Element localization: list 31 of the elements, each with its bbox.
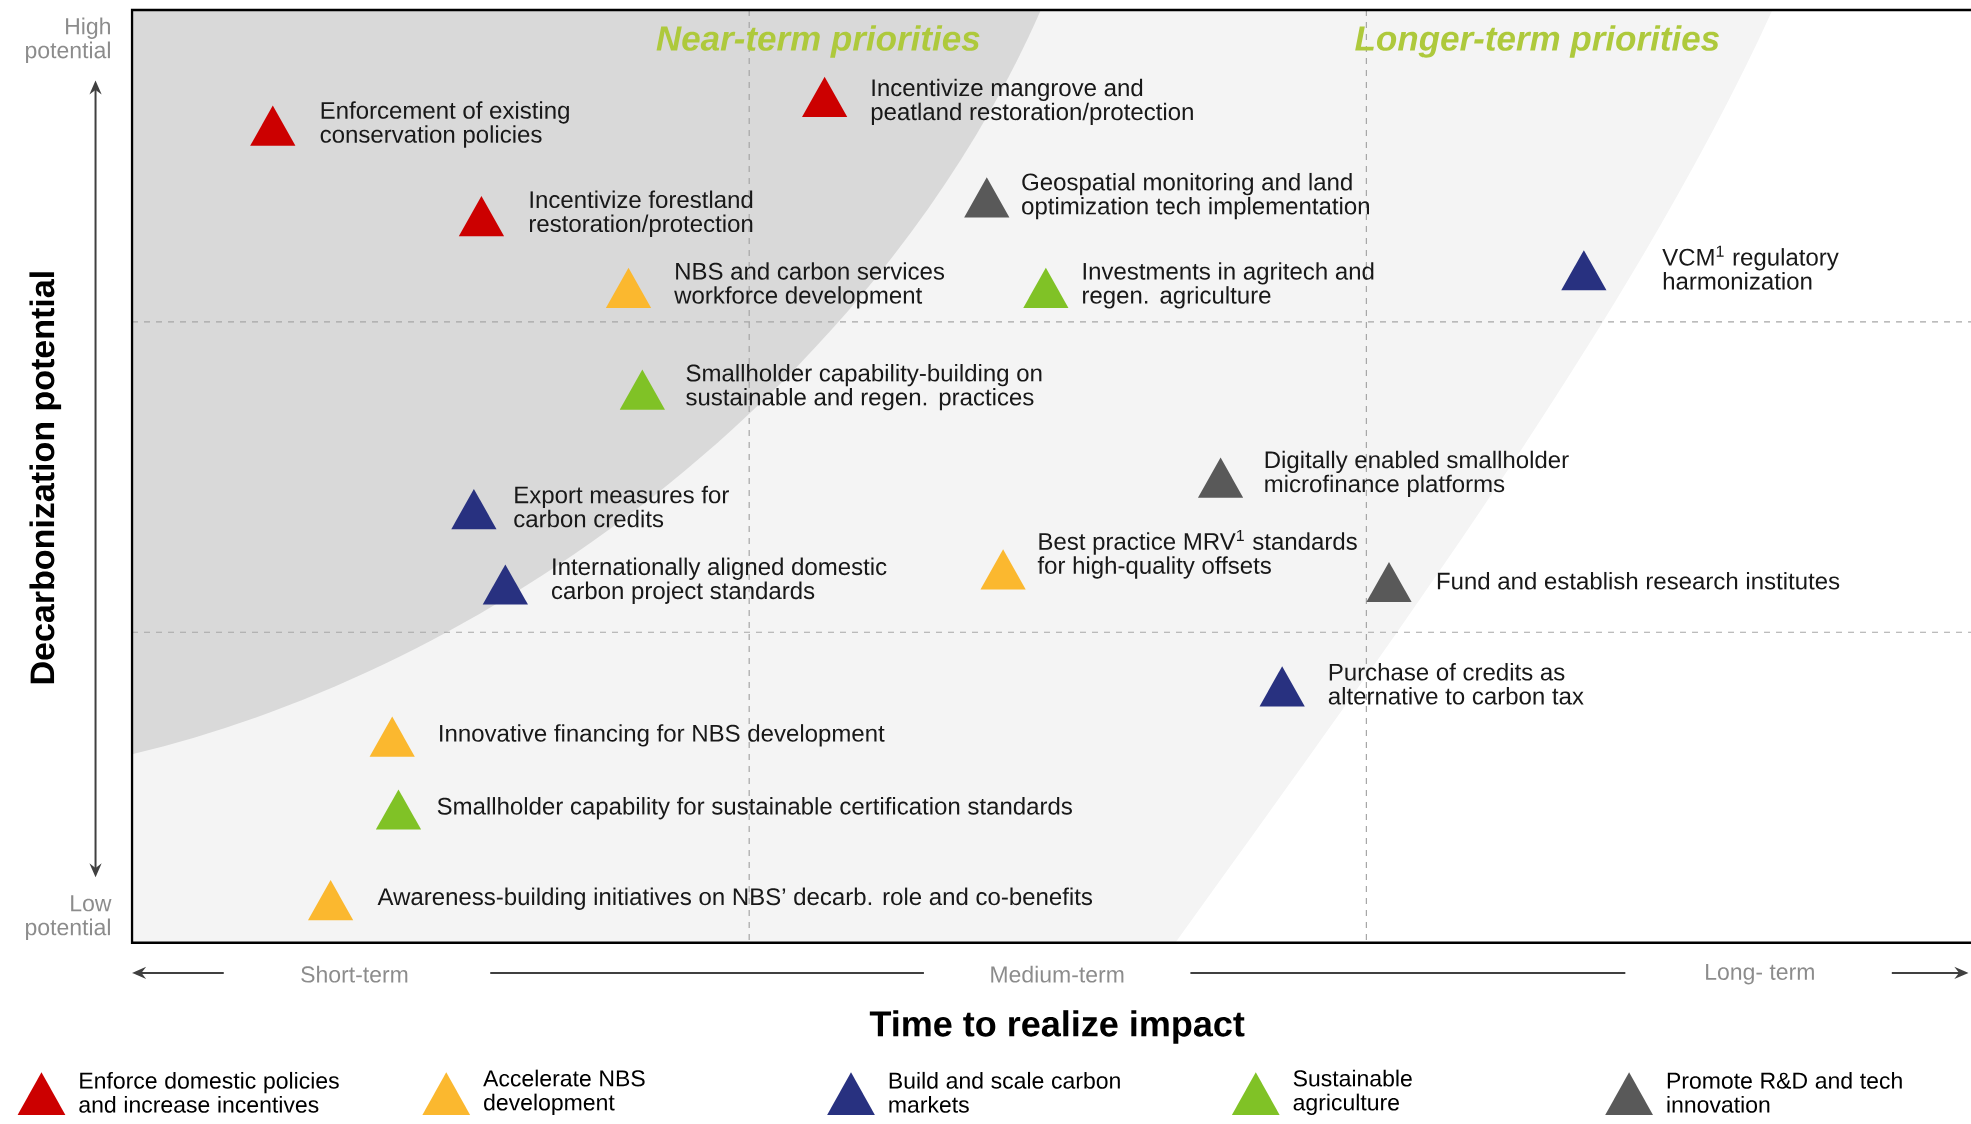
- item-label: Export measures for carbon credits: [514, 485, 729, 528]
- item-label: Geospatial monitoring and land optimization tech implementation: [1022, 173, 1369, 220]
- axis-title: Time to realize impact: [869, 1010, 1245, 1044]
- zone-title: Longer-term priorities: [1355, 25, 1719, 58]
- legend-label: Promote R&D and tech innovation: [1667, 1072, 1902, 1113]
- axis-label: Short-term: [301, 965, 408, 983]
- axis-title: Decarbonization potential: [29, 272, 62, 684]
- item-label: VCM$^{1}$ regulatory harmonization: [1662, 245, 1839, 290]
- legend-label: Build and scale carbon markets: [889, 1072, 1120, 1113]
- item-label: Innovative financing for NBS development: [440, 724, 885, 747]
- item-label: Incentivize mangrove and peatland restoration/protection: [871, 78, 1193, 126]
- axis-label: High potential: [26, 17, 110, 64]
- axis-label: Long- term: [1706, 964, 1814, 985]
- item-label: Internationally aligned domestic carbon project standards: [552, 557, 887, 605]
- item-label: NBS and carbon services workforce development: [674, 262, 945, 309]
- zone-title: Near-term priorities: [656, 25, 980, 58]
- item-label: Purchase of credits as alternative to carbon tax: [1328, 663, 1584, 705]
- axis-label: Low potential: [26, 895, 112, 941]
- item-label: Awareness-building initiatives on NBS’ decarb. role and co-benefits: [377, 887, 1093, 911]
- legend-label: Sustainable agriculture: [1293, 1069, 1412, 1116]
- item-label: Smallholder capability for sustainable certification standards: [437, 797, 1072, 820]
- axis-label: Medium-term: [991, 965, 1124, 983]
- item-label: Fund and establish research institutes: [1437, 572, 1840, 590]
- legend-label: Accelerate NBS development: [483, 1069, 645, 1116]
- item-label: Investments in agritech and regen. agriculture: [1083, 262, 1374, 309]
- item-label: Incentivize forestland restoration/protection: [529, 190, 753, 237]
- item-label: Enforcement of existing conservation policies: [320, 101, 569, 148]
- item-label: Smallholder capability-building on sustainable and regen. practices: [686, 364, 1042, 411]
- item-label: Best practice MRV$^{1}$ standards for high-quality offsets: [1037, 530, 1357, 579]
- item-label: Digitally enabled smallholder microfinance platforms: [1265, 450, 1569, 498]
- legend-label: Enforce domestic policies and increase incentives: [79, 1072, 339, 1113]
